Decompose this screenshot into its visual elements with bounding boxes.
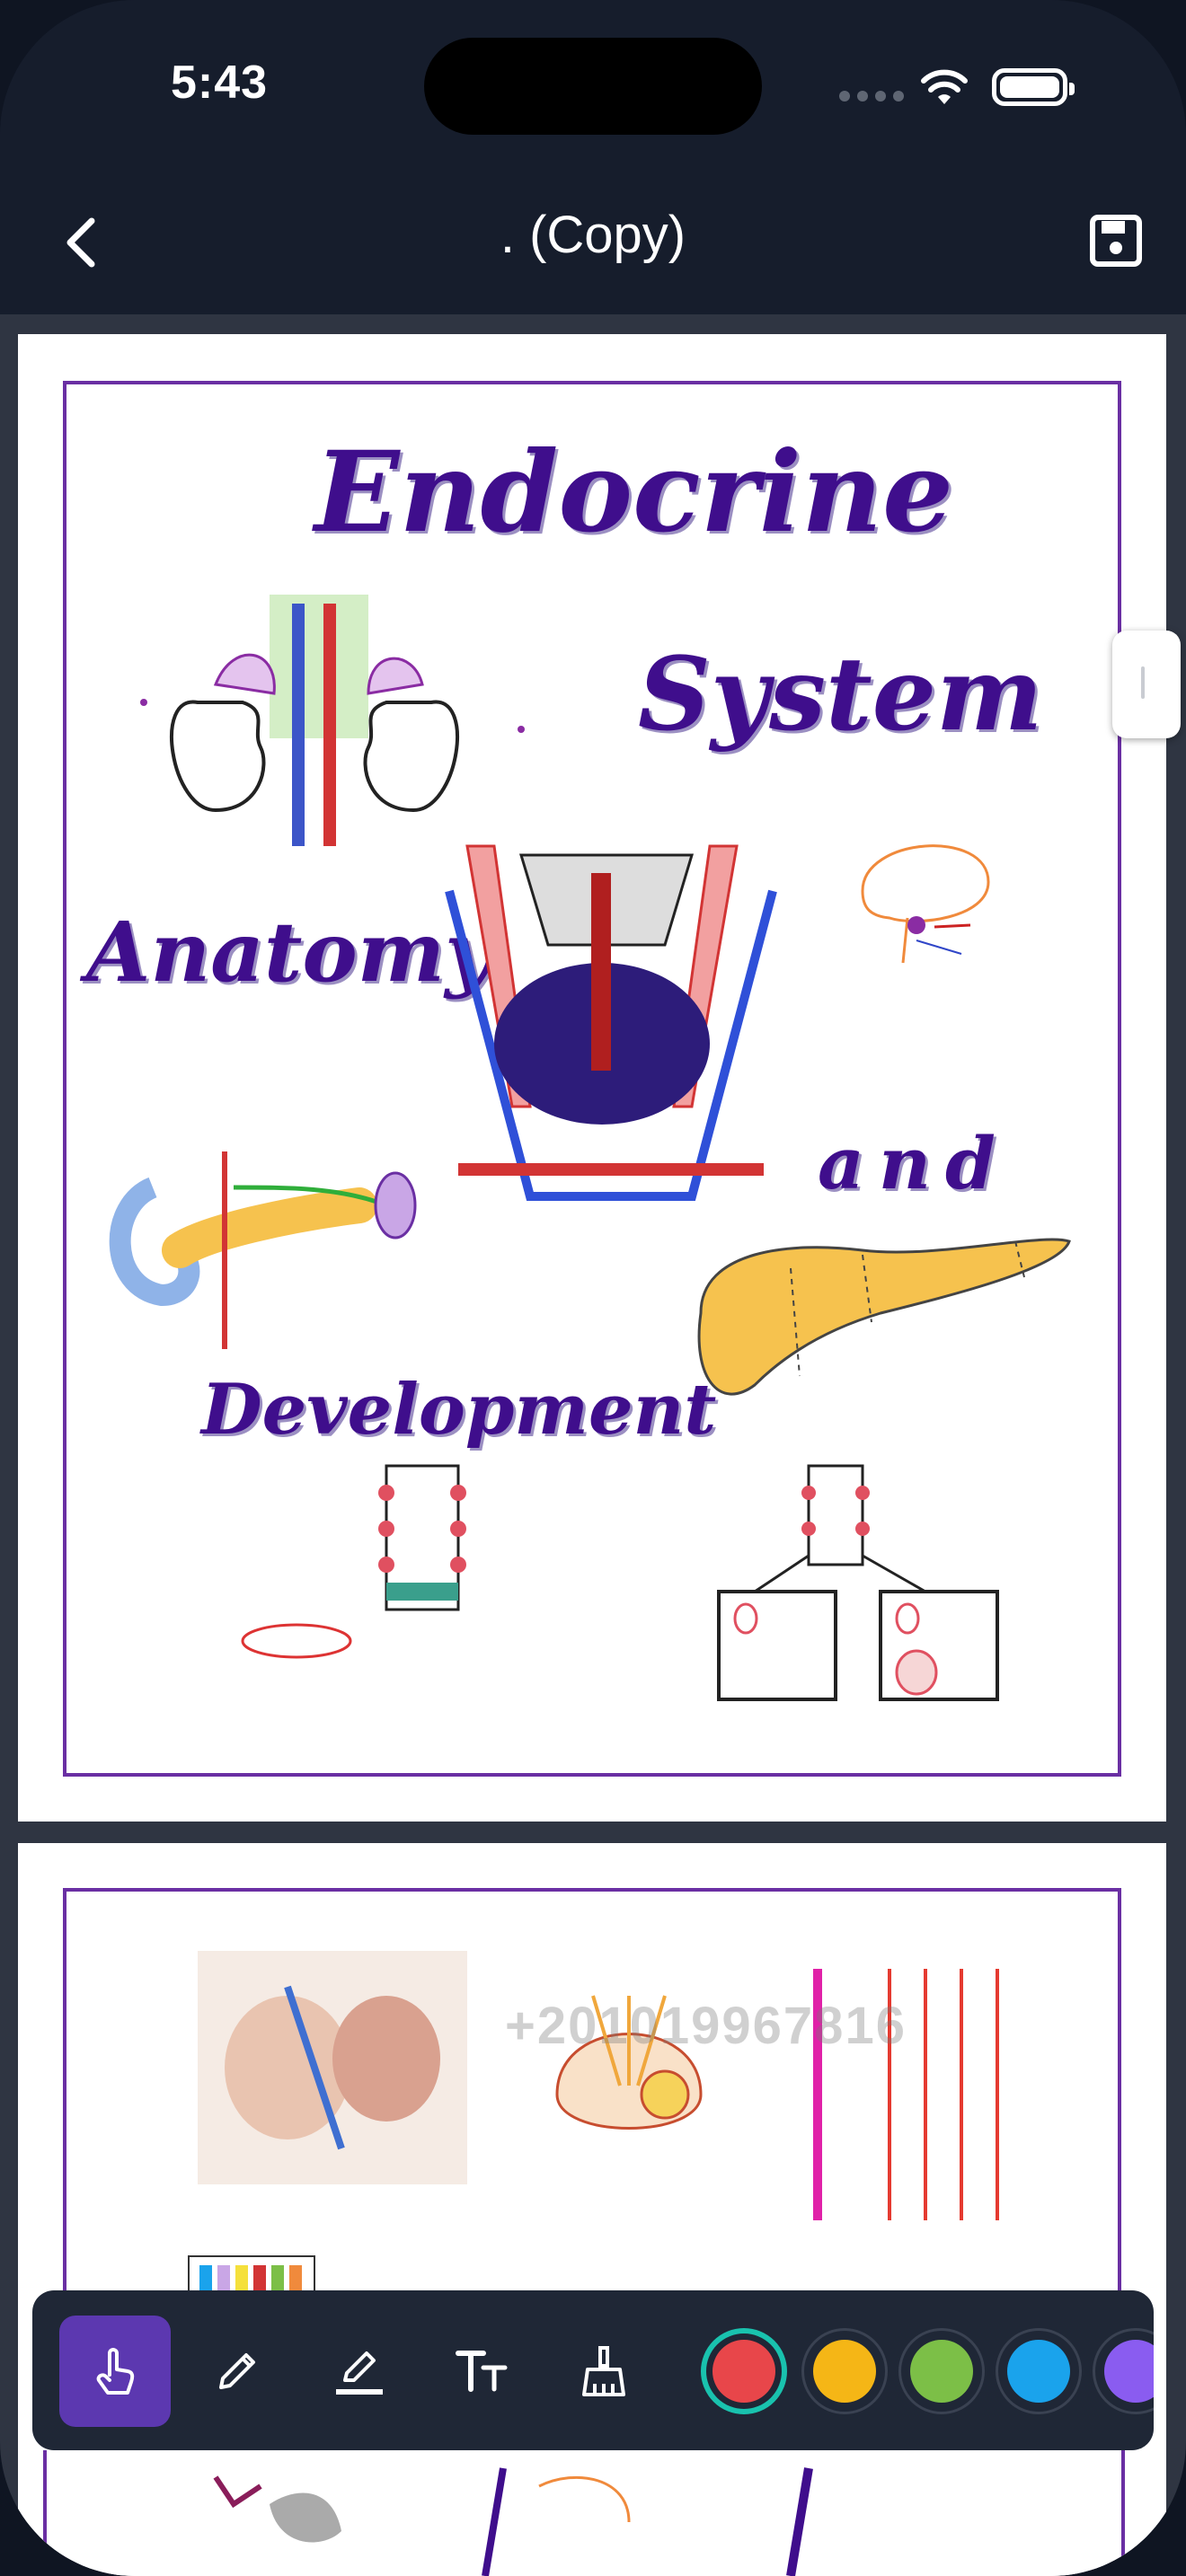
floppy-save-icon xyxy=(1090,215,1142,267)
color-swatch-green[interactable] xyxy=(898,2328,985,2414)
color-dot xyxy=(813,2340,876,2403)
thyroid-larynx-illustration xyxy=(445,844,777,1201)
highlighter-icon xyxy=(336,2351,383,2395)
hand-icon xyxy=(96,2348,135,2395)
chevron-left-icon xyxy=(66,217,95,268)
title-word-and: and xyxy=(818,1121,1010,1205)
text-tool-button[interactable] xyxy=(426,2316,537,2427)
document-title: . (Copy) xyxy=(500,206,686,264)
eraser-tool-button[interactable] xyxy=(548,2316,659,2427)
pdf-viewer[interactable]: Endocrine System Anatomy and Development xyxy=(0,314,1186,2576)
page-border xyxy=(63,381,1121,1777)
battery-icon xyxy=(992,68,1075,106)
title-word-system: System xyxy=(638,636,1043,754)
cellular-signal-icon xyxy=(839,90,911,106)
hand-tool-button[interactable] xyxy=(59,2316,171,2427)
pencil-tool-button[interactable] xyxy=(181,2316,293,2427)
page-3-peek xyxy=(18,2450,1166,2576)
wifi-icon xyxy=(921,69,968,104)
color-swatch-purple[interactable] xyxy=(1093,2328,1154,2414)
back-button[interactable] xyxy=(54,207,108,278)
kidney-suprarenal-illustration xyxy=(140,595,525,846)
top-navigation-bar: 5:43 . (Copy) xyxy=(0,0,1186,314)
pouch-derivatives-illustration xyxy=(717,1464,999,1701)
title-word-endocrine: Endocrine xyxy=(314,428,954,558)
color-swatch-yellow[interactable] xyxy=(801,2328,888,2414)
pancreas-regions-illustration xyxy=(697,1238,1071,1396)
color-dot xyxy=(910,2340,973,2403)
annotation-toolbar xyxy=(32,2290,1154,2450)
pancreas-vessels-illustration xyxy=(109,1151,417,1349)
pdf-page-1[interactable]: Endocrine System Anatomy and Development xyxy=(18,334,1166,1822)
color-dot xyxy=(1007,2340,1070,2403)
color-dot xyxy=(712,2340,775,2403)
color-swatch-blue[interactable] xyxy=(996,2328,1082,2414)
highlighter-tool-button[interactable] xyxy=(304,2316,415,2427)
page-scroll-handle[interactable] xyxy=(1112,631,1181,738)
pituitary-portal-illustration xyxy=(555,1995,703,2130)
eraser-broom-icon xyxy=(582,2346,625,2396)
page-border xyxy=(63,1888,1121,2576)
sphenoid-sinus-illustration xyxy=(198,1951,467,2184)
title-word-anatomy: Anatomy xyxy=(86,904,493,1001)
brain-pituitary-illustration xyxy=(861,844,990,964)
color-swatch-red[interactable] xyxy=(701,2328,787,2414)
watermark-text: +201019967816 xyxy=(505,1997,907,2055)
save-button[interactable] xyxy=(1087,212,1145,269)
pharyngeal-pouches-illustration xyxy=(241,1464,466,1659)
color-dot xyxy=(1104,2340,1154,2403)
pencil-icon xyxy=(219,2353,255,2389)
text-icon xyxy=(456,2351,508,2392)
dynamic-island xyxy=(424,38,762,135)
status-time: 5:43 xyxy=(171,57,269,109)
anomalies-notes xyxy=(813,1969,999,2220)
title-word-development: Development xyxy=(201,1369,717,1451)
